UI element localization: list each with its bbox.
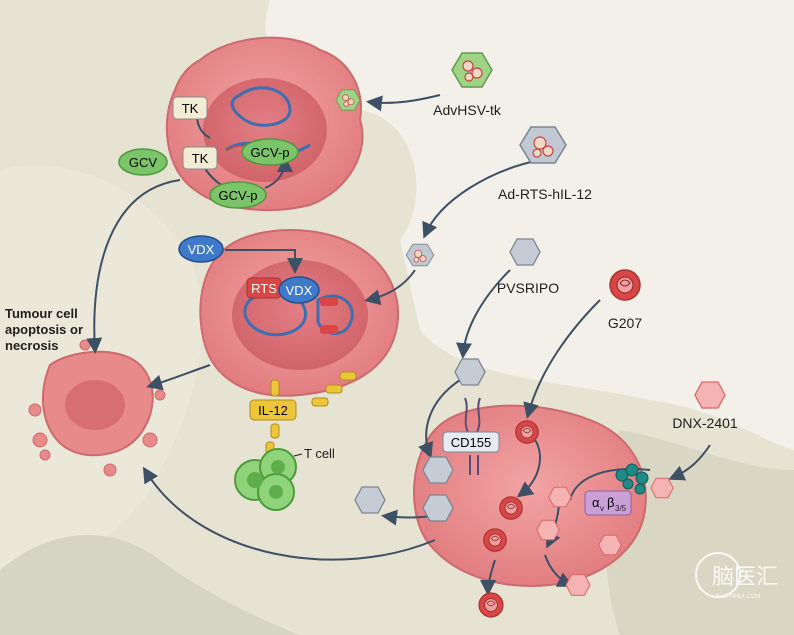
dnx-virus-released [565,574,591,596]
advhsv-virus [451,52,493,88]
pvsripo-virus-internal2 [422,494,454,522]
pvsripo-virus-bound [454,358,486,386]
apoptosis-label-3: necrosis [5,338,58,353]
integrin-35: 3/5 [615,504,627,513]
dna-loop-tk [230,86,292,127]
dnx-virus-internal1 [548,486,572,508]
tk-label-1: TK [182,101,199,116]
gcv-label: GCV [129,155,158,170]
cd155-receptor [464,397,481,475]
g207-virus [609,269,641,301]
dnx-virus-bound [650,477,674,499]
pvsripo-virus-internal1 [422,456,454,484]
apoptosis-label-1: Tumour cell [5,306,78,321]
g207-virus-internal [499,496,523,520]
tumour-cell-vdx [199,229,400,397]
adrts-virus-small [405,243,435,267]
gcv-pill: GCV [118,148,168,176]
apoptotic-cell [28,339,166,477]
watermark-sub: NAOYIHUI.COM [716,594,761,600]
cd155-label: CD155 [451,435,491,450]
tumour-cell-tk [165,36,364,211]
tissue-right [605,430,794,635]
nucleus-tk [203,78,327,182]
watermark-text: 脑医汇 [712,564,778,589]
tk-pill-1: TK [172,96,208,120]
tcell-label: T cell [304,446,335,461]
apoptosis-label-2: apoptosis or [5,322,83,337]
vdx-label-2: VDX [286,283,313,298]
integrin-pill: α v β 3/5 [584,490,632,516]
gcvp-label-2: GCV-p [218,188,257,203]
dnx-virus [694,381,726,409]
adrts-label: Ad-RTS-hIL-12 [498,186,592,202]
adrts-virus [519,126,567,164]
watermark: 脑医汇 NAOYIHUI.COM [695,552,778,600]
il12-label: IL-12 [258,403,288,418]
tissue-dark [0,535,300,635]
t-cells [234,448,303,511]
gcvp-pill-1: GCV-p [241,138,299,166]
vdx-pill-2: VDX [278,276,320,304]
vdx-label-1: VDX [188,242,215,257]
gcvp-pill-2: GCV-p [209,181,267,209]
cd155-pill: CD155 [442,431,500,453]
pvsripo-virus-released [354,486,386,514]
g207-virus-internal2 [483,528,507,552]
il12-pill: IL-12 [249,399,297,421]
pvsripo-virus [509,238,541,266]
dnx-virus-internal2 [536,519,560,541]
rts-label: RTS [251,281,277,296]
advhsv-label: AdvHSV-tk [433,102,502,118]
integrin-alpha: α [592,495,600,510]
dnx-virus-internal3 [598,534,622,556]
g207-virus-released [478,592,504,618]
vdx-pill-1: VDX [178,235,224,263]
rts-pill: RTS [246,277,282,299]
integrin-coils [615,463,649,495]
tk-label-2: TK [192,151,209,166]
integrin-beta: β [607,495,614,510]
dnx-label: DNX-2401 [672,415,738,431]
g207-virus-bound [515,420,539,444]
pvsripo-label: PVSRIPO [497,280,559,296]
integrin-v: v [600,504,604,513]
g207-label: G207 [608,315,642,331]
tk-pill-2: TK [182,146,218,170]
gcvp-label-1: GCV-p [250,145,289,160]
